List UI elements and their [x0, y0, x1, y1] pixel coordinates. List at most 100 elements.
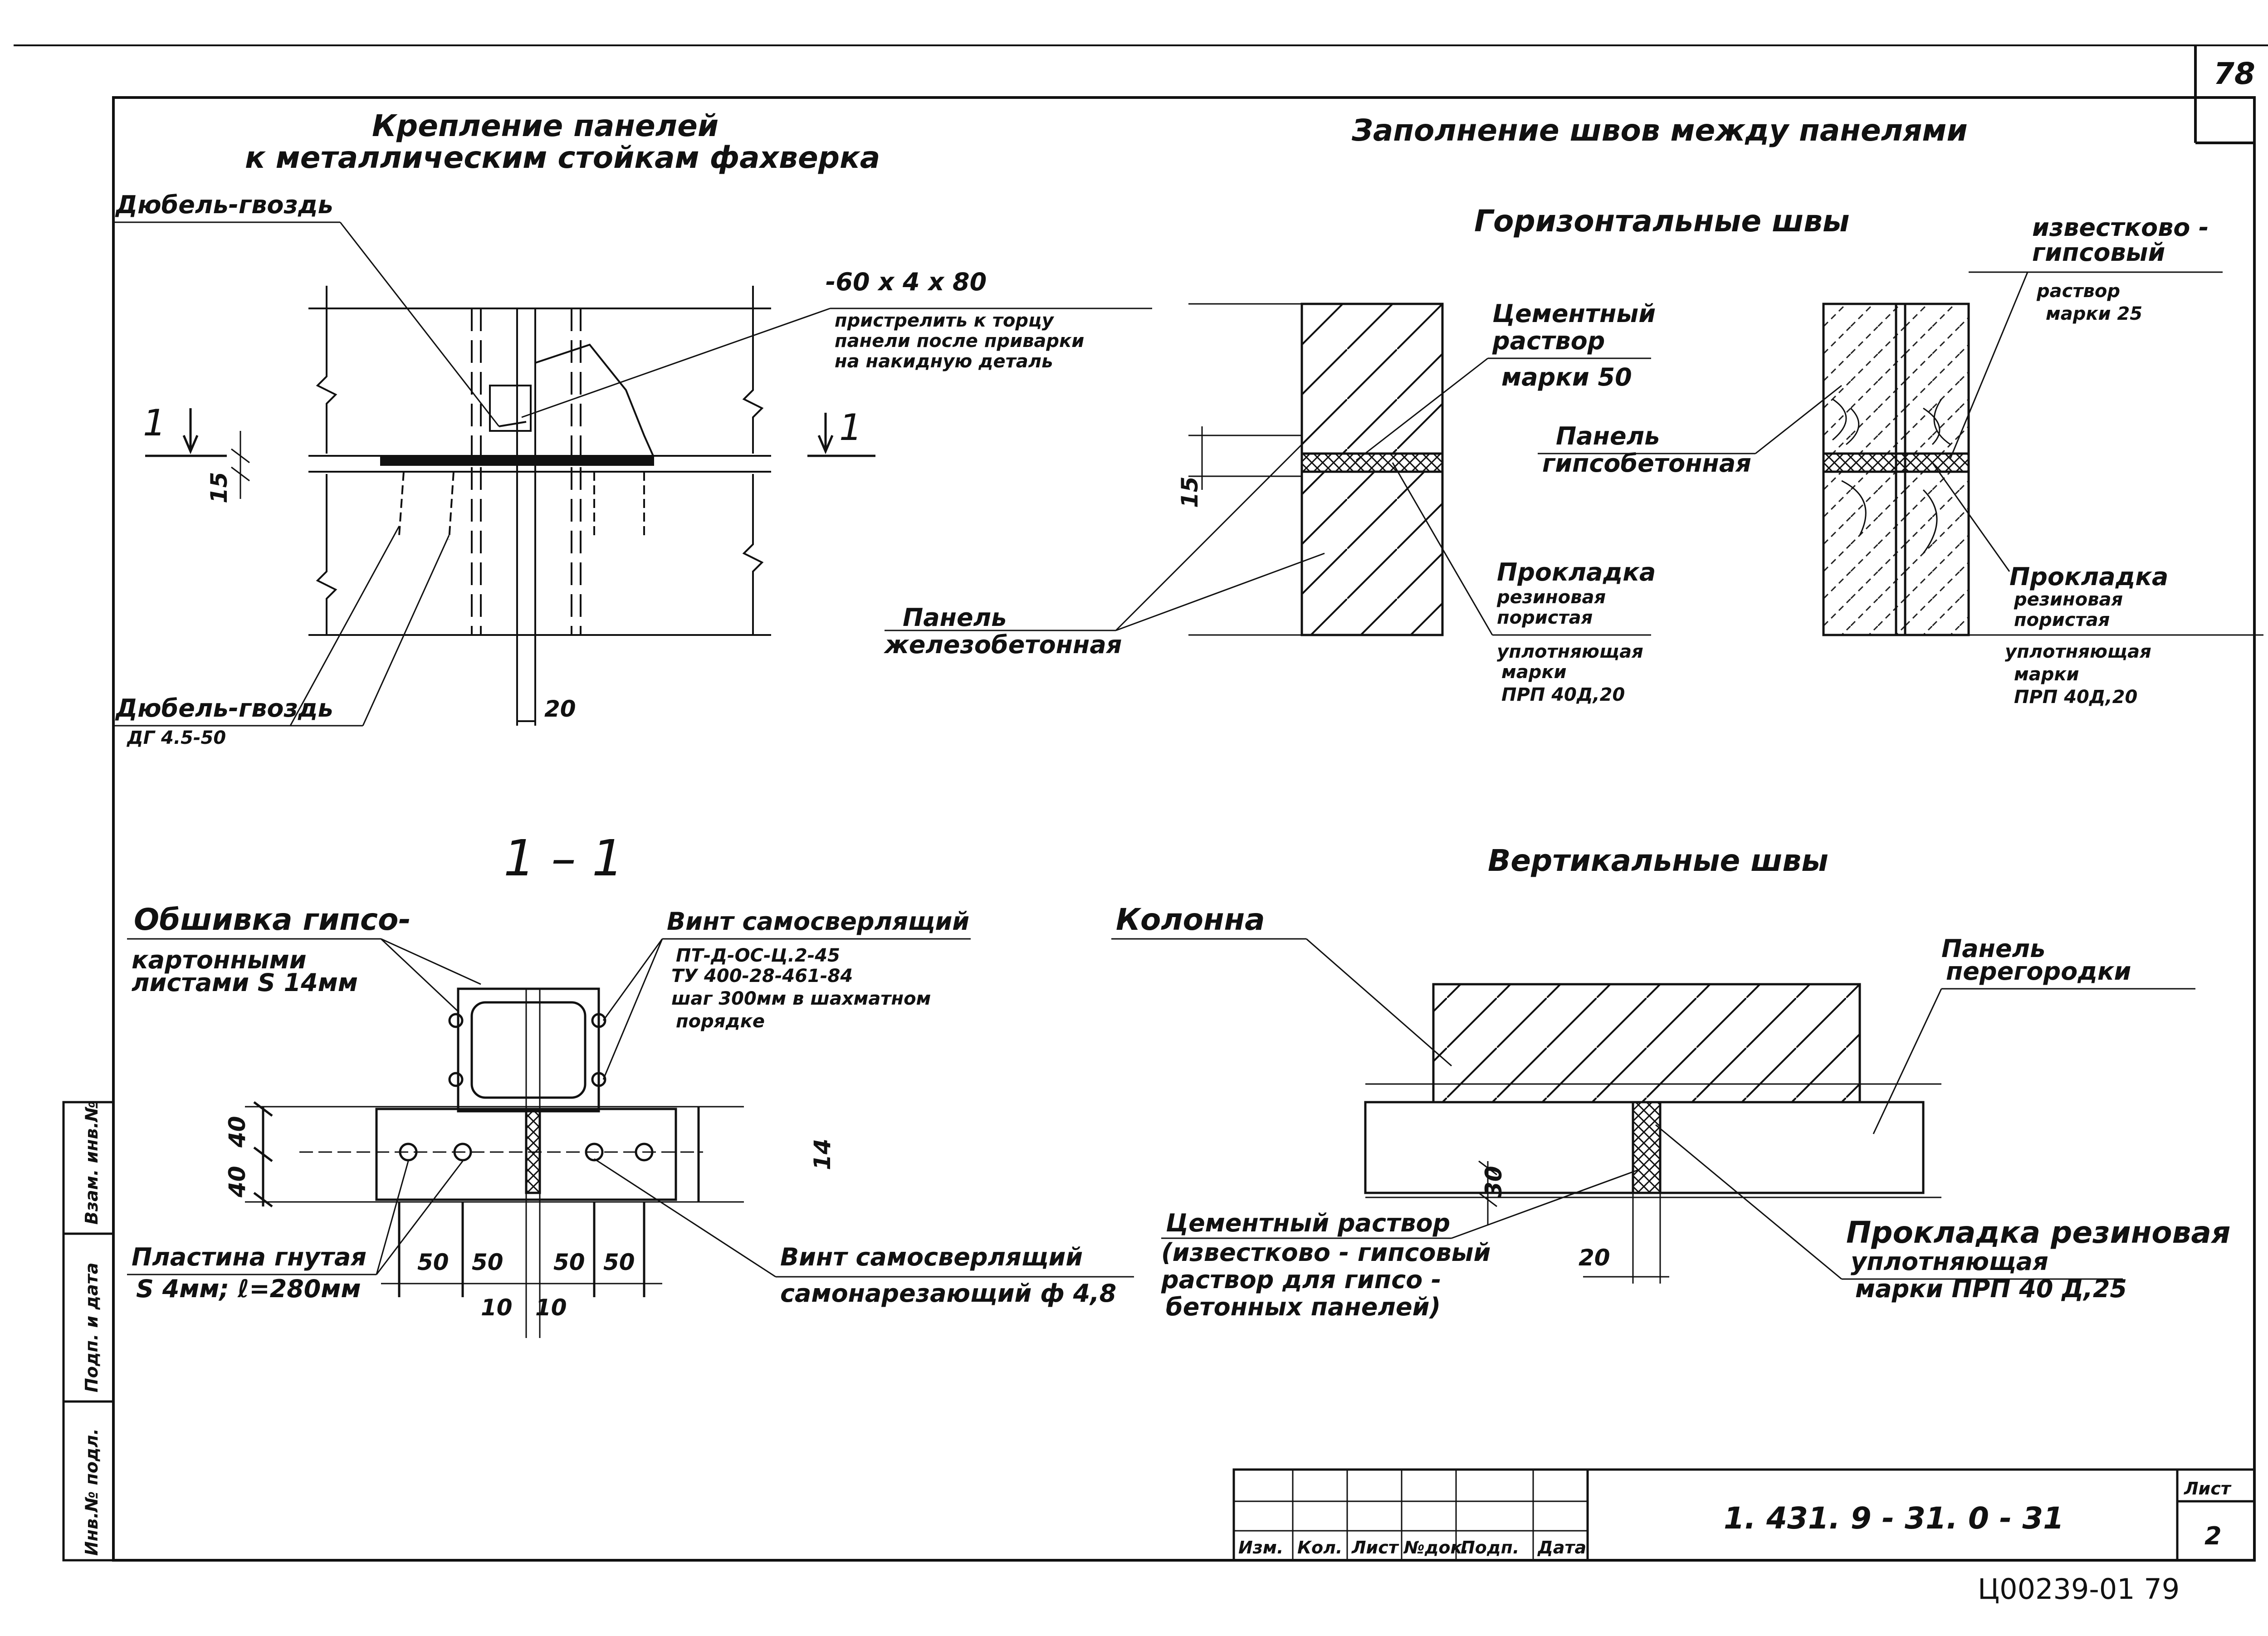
- gypsum-panel-label-1: Панель: [1556, 422, 1660, 450]
- gasket-b-label-4: уплотняющая: [2005, 641, 2151, 662]
- tb-col-ndok: №док.: [1403, 1538, 1469, 1558]
- gypsum-panel-joint: [1822, 271, 2263, 636]
- screw2-label-1: Винт самосверлящий: [780, 1243, 1083, 1271]
- cladding-label-1: Обшивка гипсо-: [134, 902, 411, 937]
- bottom-code: Ц00239-01 79: [1978, 1573, 2180, 1606]
- cement-mortar-label-3: марки 50: [1501, 363, 1632, 391]
- cladding-label-3: листами S 14мм: [132, 968, 358, 997]
- partition-panel-label-1: Панель: [1941, 934, 2045, 963]
- sheet-value: 2: [2204, 1522, 2222, 1550]
- section-cut-marks: [145, 408, 875, 457]
- horizontal-joints-title: Горизонтальные швы: [1474, 204, 1850, 239]
- vert-cement-label-2: (известково - гипсовый: [1161, 1238, 1491, 1267]
- gasket-a-label-4: уплотняющая: [1497, 641, 1643, 662]
- lime-mortar-label-4: марки 25: [2046, 303, 2142, 324]
- panel-elevation: [308, 286, 771, 726]
- plate-note-leader: [521, 308, 1152, 418]
- partition-panel-label-2: перегородки: [1946, 957, 2131, 986]
- fastening-detail: Крепление панелей к металлическим стойка…: [113, 108, 1152, 748]
- gasket-b-label-1: Прокладка: [2009, 562, 2168, 591]
- screw-label-1: Винт самосверлящий: [667, 907, 969, 936]
- dowel-bottom-mark: ДГ 4.5-50: [126, 728, 226, 748]
- dowel-label-bottom: Дюбель-гвоздь: [115, 694, 333, 723]
- dim-10-a: 10: [481, 1294, 513, 1321]
- section-mark-right: 1: [839, 406, 862, 449]
- dim-50-b: 50: [472, 1249, 503, 1275]
- dim-20-left: 20: [544, 696, 576, 722]
- gasket-a-label-2: резиновая: [1496, 587, 1606, 608]
- rc-panel-label-1: Панель: [903, 603, 1007, 632]
- gasket-a-label-3: пористая: [1497, 607, 1593, 628]
- vertical-joints-detail: Вертикальные швы 30 20 Колонна Панель пе…: [1111, 843, 2230, 1321]
- plate-note-line1: пристрелить к торцу: [835, 310, 1055, 331]
- dowel-bottom-leader: [113, 526, 450, 727]
- vert-gasket-label-1: Прокладка резиновая: [1846, 1215, 2230, 1250]
- screw-label-2: ПТ-Д-ОС-Ц.2-45: [676, 945, 840, 966]
- cement-mortar-leader: [1356, 357, 1651, 461]
- title-block: [1232, 1468, 2256, 1562]
- tb-col-list: Лист: [1351, 1538, 1399, 1558]
- dim-50-d: 50: [603, 1249, 635, 1275]
- lime-mortar-label-3: раствор: [2036, 281, 2120, 302]
- gasket-a-leader: [1392, 462, 1651, 636]
- dim-20-vert: 20: [1579, 1245, 1610, 1271]
- dim-40-b: 40: [224, 1166, 250, 1198]
- tb-col-podp: Подп.: [1461, 1538, 1519, 1558]
- rc-panel-leader: [885, 435, 1325, 631]
- section-1-1: 1 – 1: [127, 829, 1134, 1338]
- rc-panel-label-2: железобетонная: [883, 630, 1122, 659]
- plate-label-2: S 4мм; ℓ=280мм: [136, 1275, 361, 1303]
- vert-cement-label-3: раствор для гипсо -: [1161, 1265, 1441, 1294]
- dim-50-a: 50: [417, 1249, 449, 1275]
- dowel-top-leader: [113, 221, 500, 427]
- fastening-title-line1: Крепление панелей: [372, 108, 719, 143]
- vert-gasket-leader: [1655, 1124, 2123, 1280]
- gasket-b-label-3: пористая: [2014, 610, 2110, 630]
- plate-leader: [127, 1161, 464, 1275]
- screw2-leader: [594, 1158, 1134, 1278]
- column-leader: [1111, 938, 1452, 1067]
- joint-filling-title: Заполнение швов между панелями: [1351, 113, 1968, 148]
- section-title: 1 – 1: [503, 829, 624, 887]
- cement-mortar-label-2: раствор: [1492, 327, 1605, 355]
- partition-panel-leader: [1872, 988, 2195, 1134]
- cladding-label-2: картонными: [132, 946, 307, 974]
- dim-30: 30: [1481, 1166, 1507, 1197]
- vertical-joint-geometry: [1364, 983, 1941, 1284]
- page-number: 78: [2214, 56, 2255, 91]
- section-geometry: [245, 987, 744, 1338]
- gasket-b-label-2: резиновая: [2014, 589, 2123, 610]
- lime-mortar-label-2: гипсовый: [2032, 238, 2165, 267]
- lime-mortar-leader: [1950, 272, 2028, 459]
- gasket-a-label-6: ПРП 40Д,20: [1501, 684, 1625, 705]
- joint-filling-detail: Заполнение швов между панелями Горизонта…: [883, 113, 2263, 708]
- screw-label-3: ТУ 400-28-461-84: [671, 966, 853, 986]
- dim-10-b: 10: [535, 1294, 567, 1321]
- plate-label-1: Пластина гнутая: [132, 1243, 367, 1271]
- cladding-leader: [127, 938, 481, 1012]
- lime-mortar-label-1: известково -: [2032, 213, 2209, 242]
- gypsum-panel-leader: [1538, 385, 1842, 454]
- screw-label-4: шаг 300мм в шахматном: [671, 988, 931, 1009]
- screw2-label-2: самонарезающий ф 4,8: [780, 1279, 1116, 1308]
- gasket-b-label-5: марки: [2014, 664, 2079, 685]
- sheet-label: Лист: [2184, 1479, 2232, 1499]
- vertical-joints-title: Вертикальные швы: [1488, 843, 1828, 878]
- fastening-title-line2: к металлическим стойкам фахверка: [245, 140, 880, 175]
- section-mark-left: 1: [143, 402, 166, 444]
- rc-panel-joint: [1188, 303, 1444, 636]
- dim-lines-left: [231, 431, 250, 499]
- document-code: 1. 431. 9 - 31. 0 - 31: [1724, 1501, 2064, 1536]
- cement-mortar-label-1: Цементный: [1492, 299, 1656, 328]
- stamp-cell-1: Инв.№ подл.: [82, 1428, 102, 1556]
- vert-gasket-label-2: уплотняющая: [1851, 1247, 2048, 1276]
- dim-40-a: 40: [224, 1116, 250, 1148]
- dowel-label-top: Дюбель-гвоздь: [115, 190, 333, 219]
- tb-col-kol: Кол.: [1297, 1538, 1342, 1558]
- tb-col-data: Дата: [1537, 1538, 1586, 1558]
- side-stamp: [62, 1101, 115, 1562]
- screw-leader: [602, 938, 971, 1080]
- vert-cement-leader: [1161, 1169, 1638, 1239]
- vert-cement-label-4: бетонных панелей): [1166, 1293, 1441, 1321]
